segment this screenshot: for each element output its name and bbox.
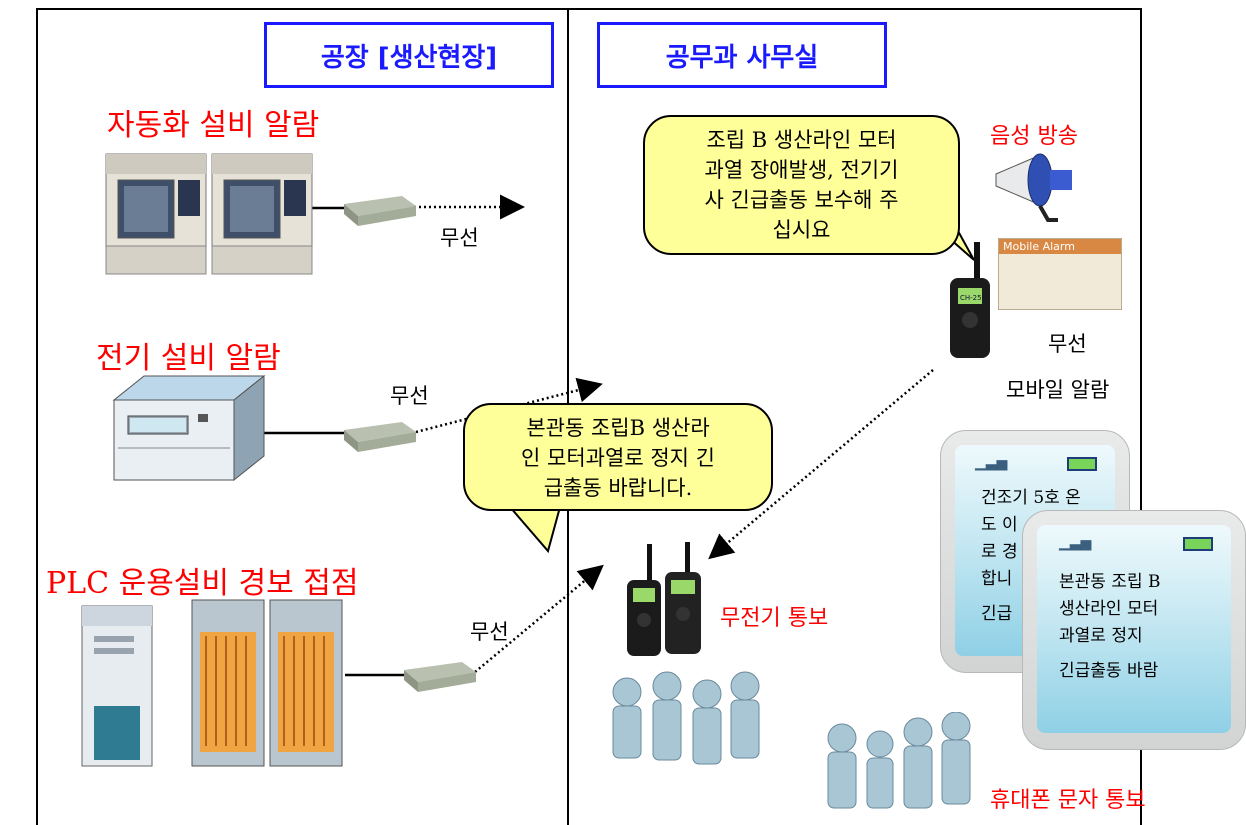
- frame-left-line: [36, 8, 38, 825]
- office-wireless-label: 무선: [1048, 332, 1087, 356]
- automation-alarm-label: 자동화 설비 알람: [107, 108, 320, 143]
- wireless-label-3: 무선: [470, 620, 509, 644]
- callout-line: 급출동 바랍니다.: [543, 476, 693, 500]
- mobile-alarm-label: 모바일 알람: [1006, 378, 1110, 402]
- callout-line: 인 모터과열로 정지 긴: [521, 446, 715, 470]
- callout-line: 사 긴급출동 보수해 주: [704, 188, 899, 212]
- signal-icon: ▁▃▅: [1059, 535, 1092, 551]
- office-to-radio-arrow: [708, 369, 934, 560]
- callout-line: 조립 B 생산라인 모터: [706, 128, 897, 152]
- front-phone: ▁▃▅ 본관동 조립 B 생산라인 모터 과열로 정지 긴급출동 바람: [1022, 510, 1246, 750]
- server-rack-icon: [81, 599, 343, 767]
- office-header: 공무과 사무실: [597, 22, 887, 88]
- plc-wireless-arrow: [474, 564, 604, 673]
- callout-tail-middle: [507, 505, 562, 554]
- front-phone-screen: ▁▃▅ 본관동 조립 B 생산라인 모터 과열로 정지 긴급출동 바람: [1037, 525, 1231, 733]
- electric-alarm-label: 전기 설비 알람: [96, 341, 281, 376]
- walkie-talkie-icon: CH-25: [950, 242, 990, 358]
- people-group-icon: [827, 712, 971, 809]
- front-phone-text: 본관동 조립 B 생산라인 모터 과열로 정지 긴급출동 바람: [1059, 572, 1161, 681]
- electric-cabinet-icon: [112, 374, 266, 482]
- radio-notice-label: 무전기 통보: [720, 606, 829, 631]
- walkie-talkie-pair-icon: [627, 542, 701, 656]
- callout-line: 본관동 조립B 생산라: [526, 416, 710, 440]
- transmitter-box-icon: [404, 662, 476, 692]
- electric-wireless-arrow: [415, 377, 603, 434]
- frame-right-line: [1140, 8, 1142, 825]
- voice-message-callout: 조립 B 생산라인 모터 과열 장애발생, 전기기 사 긴급출동 보수해 주 십…: [643, 115, 960, 255]
- people-group-icon: [612, 671, 760, 765]
- battery-icon: [1067, 457, 1097, 471]
- wireless-label-1: 무선: [440, 226, 479, 250]
- wireless-label-2: 무선: [390, 384, 429, 408]
- transmitter-box-icon: [344, 422, 416, 452]
- megaphone-icon: [995, 153, 1072, 222]
- back-phone-text: 건조기 5호 온 도 이 로 경 합니 긴급: [981, 488, 1081, 624]
- frame-top-line: [36, 8, 1142, 10]
- sms-notice-label: 휴대폰 문자 통보: [990, 788, 1146, 813]
- radio-screen-text: CH-25: [960, 294, 982, 302]
- callout-line: 십시요: [772, 218, 831, 242]
- factory-header: 공장 [생산현장]: [264, 22, 554, 88]
- battery-icon: [1183, 537, 1213, 551]
- plc-alarm-label: PLC 운용설비 경보 접점: [46, 566, 359, 601]
- voice-broadcast-label: 음성 방송: [990, 124, 1078, 149]
- radio-message-callout: 본관동 조립B 생산라 인 모터과열로 정지 긴 급출동 바랍니다.: [463, 403, 773, 511]
- cnc-machine-icon: [105, 153, 313, 275]
- callout-line: 과열 장애발생, 전기기: [704, 158, 899, 182]
- mobile-alarm-device: Mobile Alarm: [998, 238, 1122, 310]
- mobile-alarm-device-label: Mobile Alarm: [999, 239, 1121, 254]
- transmitter-box-icon: [344, 196, 416, 226]
- signal-icon: ▁▃▅: [975, 455, 1008, 471]
